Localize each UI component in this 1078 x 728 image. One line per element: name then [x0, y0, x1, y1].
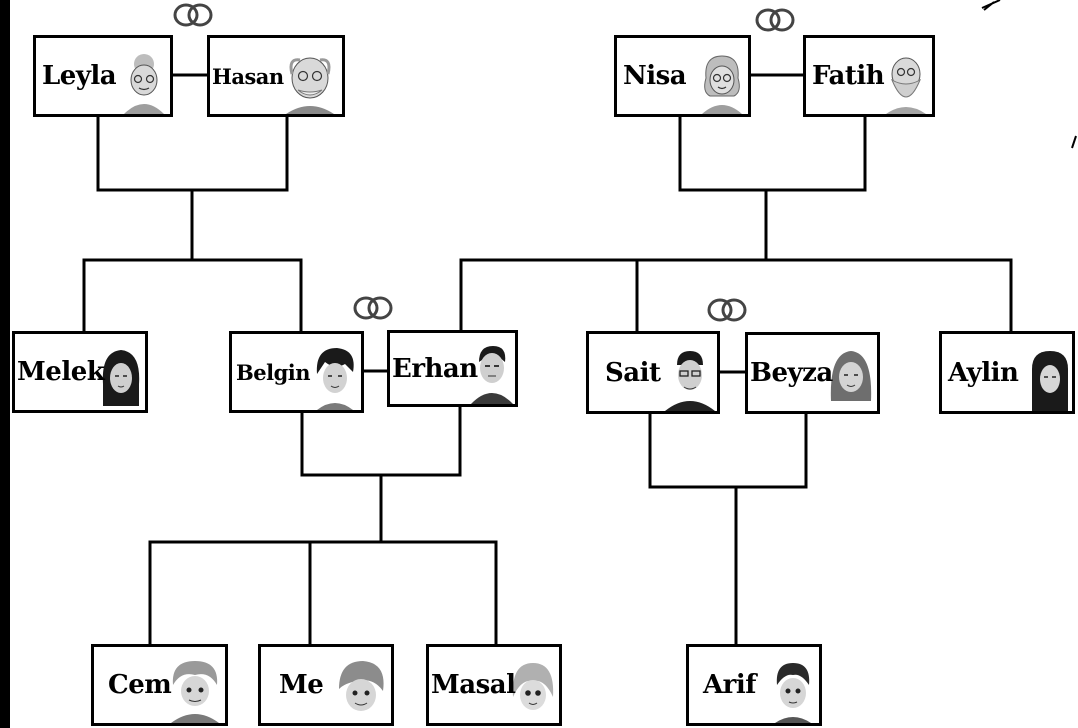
person-name: Beyza: [750, 358, 833, 388]
person-name: Me: [279, 670, 324, 700]
person-name: Cem: [108, 670, 172, 700]
person-box-melek: Melek: [12, 331, 148, 413]
person-name: Melek: [17, 357, 105, 387]
person-portrait-icon: [702, 55, 742, 114]
wedding-rings-icon: [173, 3, 213, 27]
edge-mark-top-right: [981, 0, 1001, 11]
person-name: Belgin: [236, 359, 311, 385]
wedding-rings-icon: [755, 8, 795, 32]
person-box-aylin: Aylin: [939, 331, 1075, 414]
children-bar-leyla-hasan: [82, 258, 303, 332]
children-bar-nisa-fatih: [459, 258, 1013, 332]
person-portrait-icon: [1032, 351, 1068, 411]
person-name: Arif: [703, 670, 756, 700]
person-portrait-icon: [471, 346, 513, 404]
wedding-rings-icon: [353, 296, 393, 320]
person-box-fatih: Fatih: [803, 35, 935, 117]
person-box-leyla: Leyla: [33, 35, 173, 117]
person-portrait-icon: [171, 661, 219, 723]
person-name: Leyla: [42, 61, 117, 91]
person-portrait-icon: [286, 57, 334, 114]
person-name: Hasan: [212, 63, 284, 89]
person-portrait-icon: [886, 57, 926, 114]
person-name: Nisa: [623, 61, 687, 91]
person-portrait-icon: [124, 54, 164, 114]
person-portrait-icon: [830, 351, 872, 401]
person-box-masal: Masal: [426, 644, 562, 726]
person-portrait-icon: [775, 663, 811, 723]
children-bar-belgin-erhan: [148, 540, 498, 644]
edge-mark-right: [1071, 135, 1077, 149]
descent-line-nisa-fatih: [678, 116, 867, 192]
person-box-cem: Cem: [91, 644, 228, 726]
person-name: Fatih: [812, 61, 885, 91]
left-edge-border: [0, 0, 10, 728]
person-name: Sait: [605, 357, 661, 388]
person-portrait-icon: [339, 661, 384, 711]
person-box-hasan: Hasan: [207, 35, 345, 117]
person-box-beyza: Beyza: [745, 332, 880, 414]
person-box-arif: Arif: [686, 644, 822, 726]
person-name: Aylin: [948, 357, 1019, 388]
person-box-sait: Sait: [586, 331, 720, 414]
descent-line-belgin-erhan: [300, 406, 462, 477]
person-portrait-icon: [316, 348, 354, 410]
person-box-erhan: Erhan: [387, 330, 518, 407]
person-box-nisa: Nisa: [614, 35, 751, 117]
descent-line-sait-beyza: [648, 413, 808, 489]
person-box-me: Me: [258, 644, 394, 726]
wedding-rings-icon: [707, 298, 747, 322]
person-portrait-icon: [665, 351, 715, 411]
person-name: Masal: [431, 670, 516, 700]
descent-line-leyla-hasan: [96, 116, 289, 192]
person-name: Erhan: [392, 353, 478, 384]
person-portrait-icon: [512, 663, 554, 710]
person-box-belgin: Belgin: [229, 331, 364, 413]
person-portrait-icon: [102, 350, 140, 406]
